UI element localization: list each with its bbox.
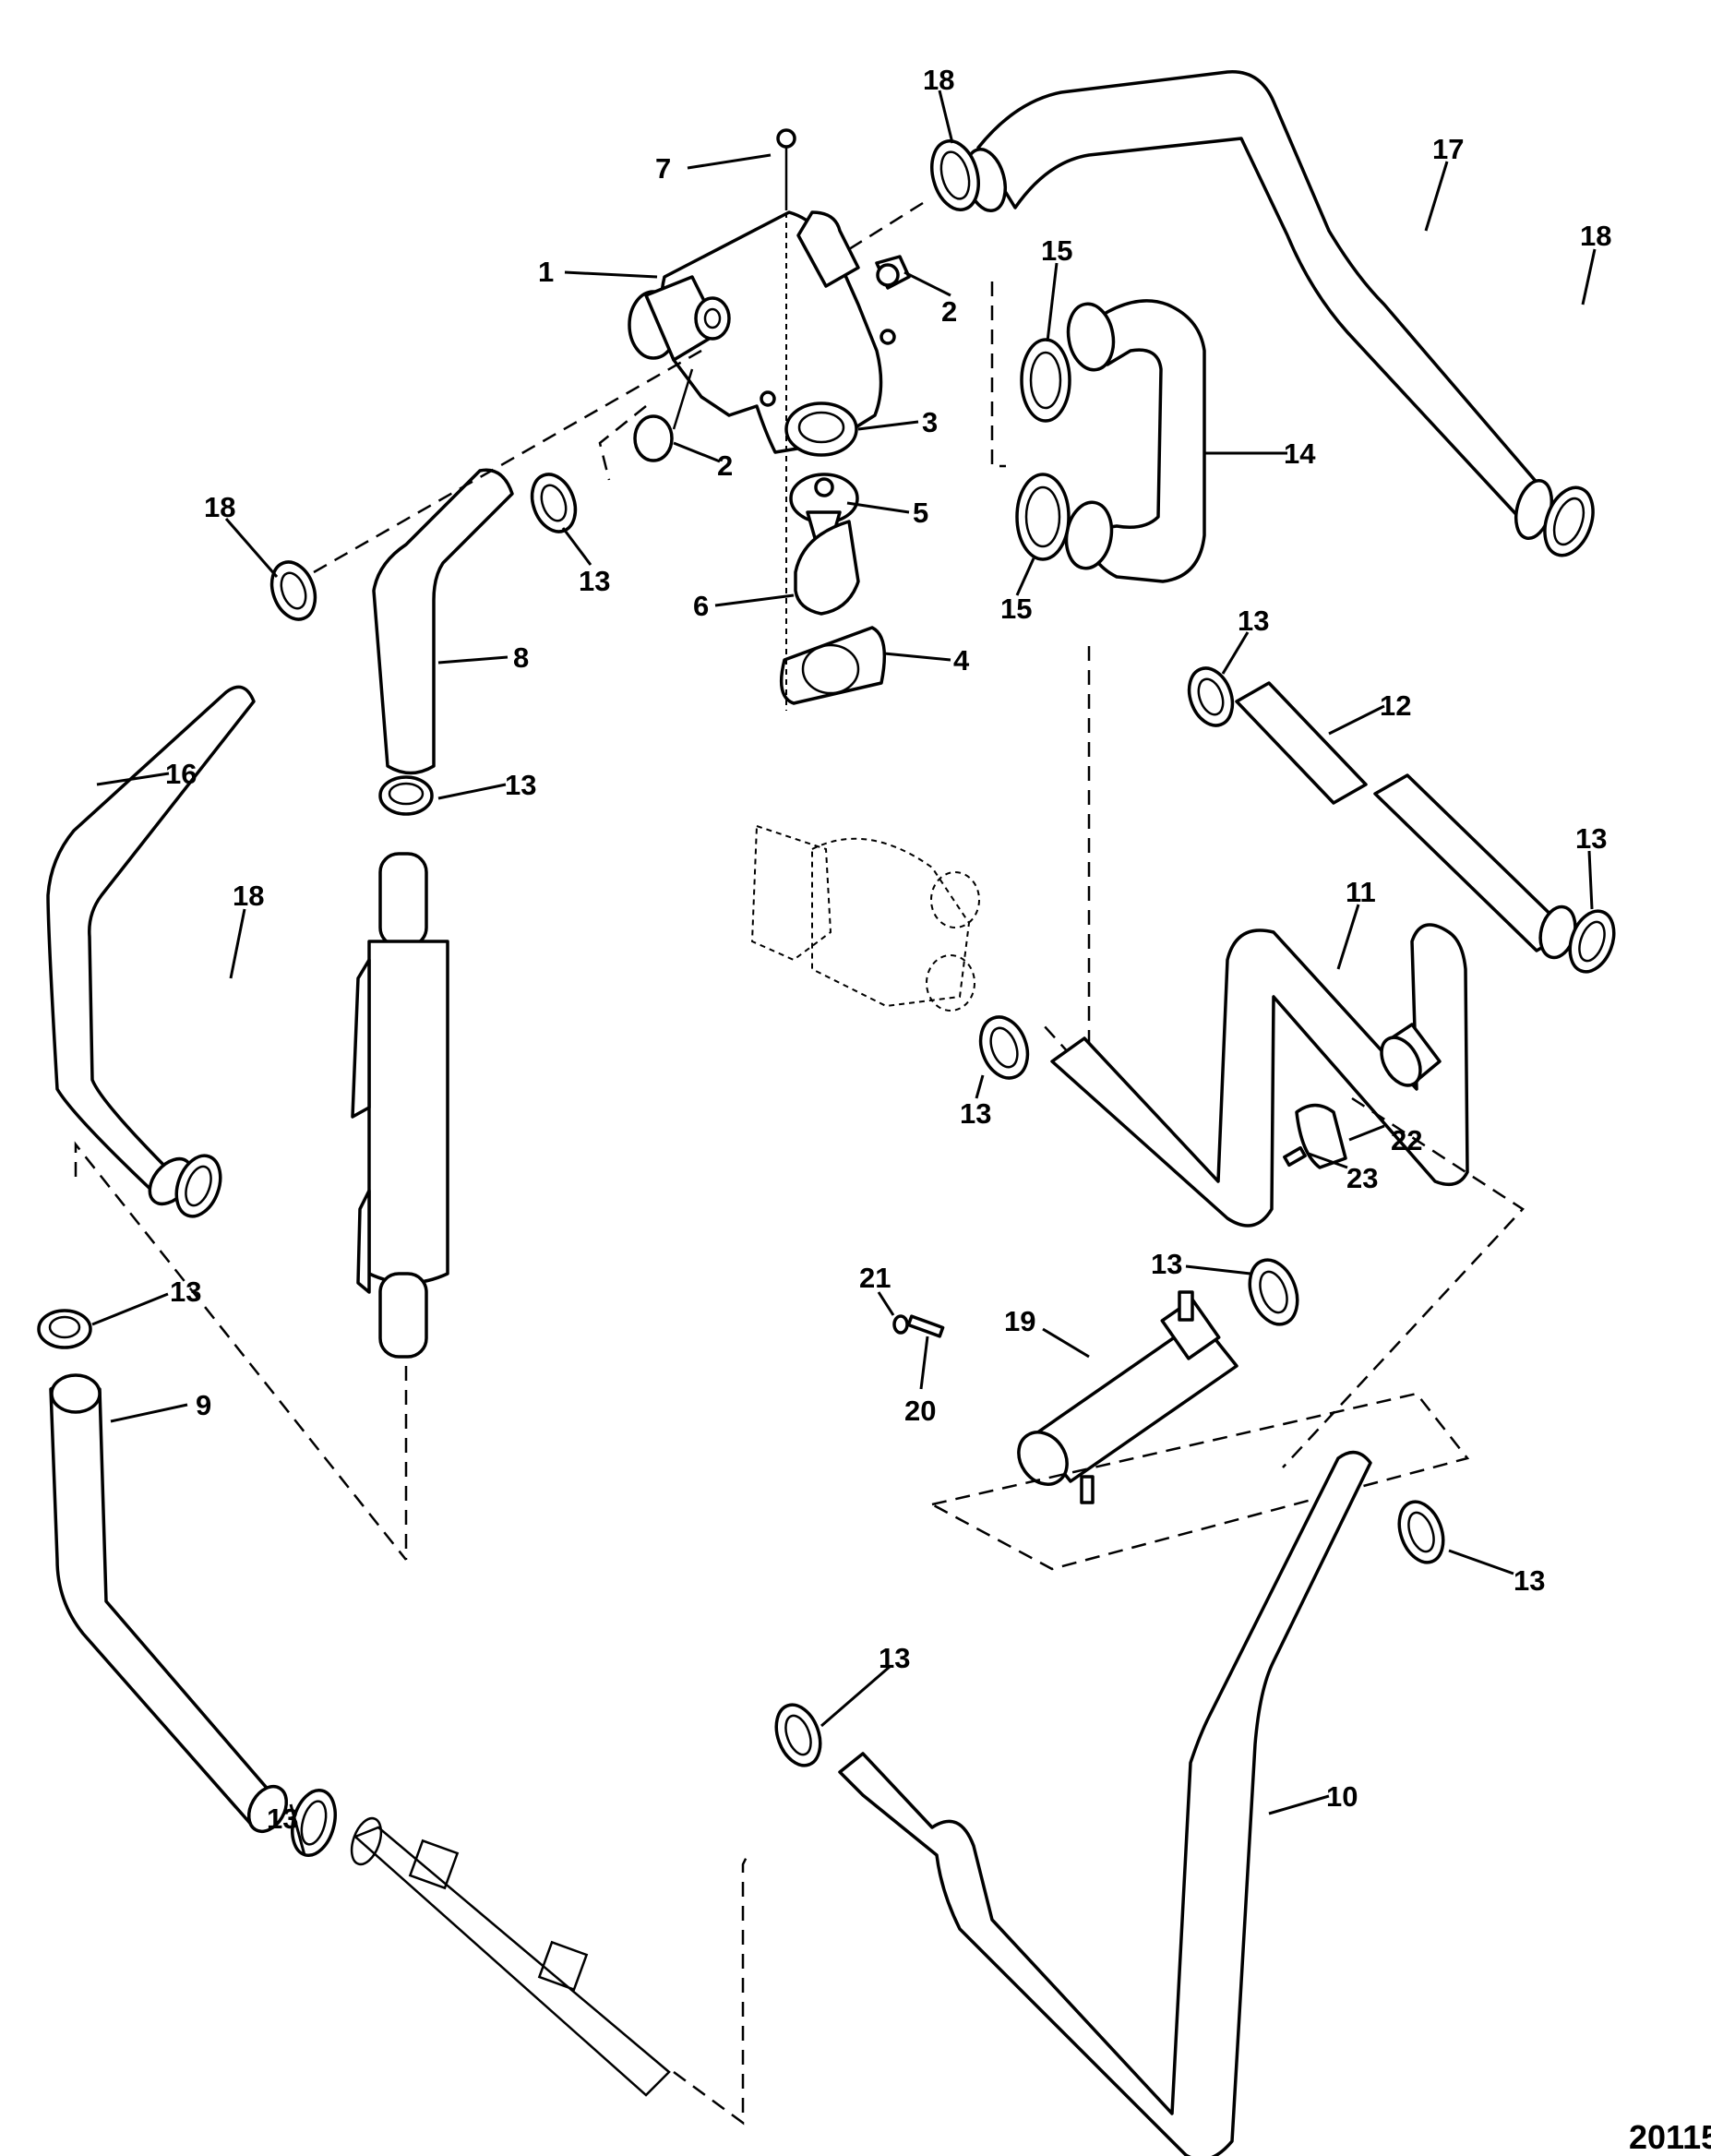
- callout-18: 18: [923, 64, 954, 96]
- hose-clamp-13-upper: [530, 473, 578, 533]
- hose-11: [1050, 923, 1469, 1228]
- callout-13: 13: [960, 1097, 991, 1130]
- callout-11: 11: [1346, 876, 1376, 908]
- hose-clamp-13-right-top: [1187, 666, 1235, 727]
- hose-9: [49, 1373, 289, 1833]
- hose-clamp-13-left-lower: [37, 1309, 92, 1349]
- callout-13: 13: [1514, 1564, 1545, 1597]
- manifold-reference: [350, 1816, 671, 2097]
- hose-clamp-18-top: [930, 139, 980, 211]
- callout-6: 6: [693, 590, 709, 622]
- hose-clamp-15-top: [1020, 338, 1071, 423]
- heat-exchanger: [351, 852, 449, 1359]
- callout-18: 18: [204, 491, 235, 523]
- assembly-line-17: [848, 201, 924, 251]
- callout-13: 13: [1238, 605, 1269, 637]
- callout-1: 1: [538, 256, 554, 288]
- hose-clamp-18-left: [269, 560, 317, 621]
- hose-clamp-13-lower-right: [1397, 1500, 1445, 1564]
- hose-clamp-13-mid: [978, 1015, 1030, 1080]
- callout-22: 22: [1391, 1124, 1422, 1156]
- callout-9: 9: [196, 1389, 211, 1421]
- thermostat-housing-1: [628, 210, 896, 454]
- callout-13: 13: [1575, 822, 1607, 855]
- assembly-line-12: [1042, 646, 1091, 1079]
- callout-5: 5: [913, 497, 928, 529]
- callout-21: 21: [859, 1262, 891, 1294]
- sleeve-6: [794, 520, 860, 616]
- hose-10: [838, 1450, 1372, 2156]
- hose-14: [1064, 299, 1206, 583]
- figure-number: 20115: [1629, 2118, 1711, 2156]
- callout-13: 13: [1151, 1248, 1182, 1280]
- callout-8: 8: [513, 641, 529, 674]
- seal-ring-3: [784, 401, 858, 457]
- callout-18: 18: [1580, 220, 1611, 252]
- cooler-19: [1017, 1290, 1238, 1504]
- seawater-pump-reference: [750, 824, 980, 1012]
- gasket-4: [779, 626, 887, 705]
- hose-16: [46, 685, 256, 1206]
- screw-20: [906, 1314, 945, 1338]
- plug-2-left: [633, 368, 694, 462]
- hose-clamp-13-right-2: [1568, 909, 1616, 974]
- leader-lines: [91, 90, 1597, 1856]
- screw-7: [776, 128, 796, 210]
- callout-23: 23: [1346, 1162, 1378, 1194]
- assembly-line-9: [74, 1141, 407, 1561]
- callout-10: 10: [1326, 1780, 1358, 1813]
- assembly-line-10: [673, 1854, 749, 2126]
- callout-2: 2: [941, 295, 957, 328]
- callout-13: 13: [579, 565, 610, 597]
- assembly-line-18: [313, 349, 702, 574]
- callout-7: 7: [655, 152, 671, 185]
- callout-14: 14: [1284, 437, 1316, 470]
- hose-clamp-13-mid-left: [378, 775, 434, 816]
- assembly-line-19: [928, 1392, 1470, 1571]
- callout-13: 13: [879, 1642, 910, 1674]
- callout-19: 19: [1004, 1305, 1035, 1337]
- hose-clamp-18-right: [1543, 485, 1595, 557]
- assembly-line-14: [990, 281, 1006, 468]
- hose-clamp-13-right-lower: [1248, 1258, 1299, 1326]
- callout-13: 13: [267, 1803, 298, 1835]
- callout-3: 3: [922, 406, 938, 438]
- callout-2: 2: [717, 449, 733, 482]
- hose-12: [1235, 681, 1577, 960]
- callout-15: 15: [1041, 234, 1072, 267]
- assembly-line-1: [598, 405, 647, 481]
- callout-15: 15: [1000, 593, 1032, 625]
- callout-13: 13: [505, 769, 536, 801]
- hose-clamp-15-bottom: [1015, 473, 1071, 561]
- callout-13: 13: [170, 1276, 201, 1308]
- callout-16: 16: [165, 758, 197, 790]
- hose-17: [964, 70, 1554, 541]
- callout-4: 4: [953, 644, 970, 677]
- hose-clamp-18-mid-left: [174, 1154, 222, 1218]
- callout-17: 17: [1432, 133, 1464, 165]
- callout-12: 12: [1380, 689, 1411, 722]
- assembly-line-11: [1282, 1096, 1525, 1468]
- callout-20: 20: [904, 1395, 936, 1427]
- plug-2-right: [875, 255, 911, 290]
- screw-23: [1283, 1145, 1307, 1168]
- hose-8: [372, 468, 514, 775]
- hose-clamp-13-bottom-mid: [774, 1703, 822, 1767]
- callout-18: 18: [233, 880, 264, 912]
- washer-21: [892, 1314, 909, 1335]
